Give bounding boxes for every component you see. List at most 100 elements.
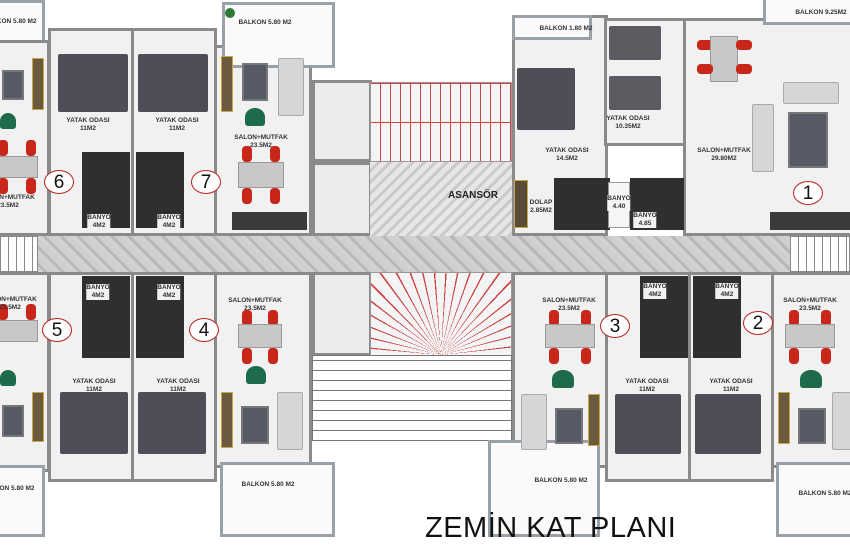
chair — [821, 310, 831, 326]
room-name: YATAK ODASI — [625, 378, 669, 385]
plan-title: ZEMİN KAT PLANI — [425, 512, 677, 544]
tv-unit — [32, 58, 44, 110]
armchair — [0, 370, 16, 386]
room-name: YATAK ODASI — [155, 117, 199, 124]
bed — [609, 76, 661, 110]
room-name: BANYO — [715, 283, 739, 290]
chair — [270, 188, 280, 204]
balcony-1-80 — [512, 15, 592, 40]
chair — [736, 40, 752, 50]
chair — [0, 304, 8, 320]
room-area: 11M2 — [170, 386, 186, 393]
stair-landing-bottom — [312, 272, 372, 356]
chair — [789, 348, 799, 364]
entrance-stairs — [312, 355, 512, 441]
rug — [555, 408, 583, 444]
balcony-9-25 — [763, 0, 850, 25]
staircase-top — [370, 82, 512, 162]
dining-table — [238, 324, 282, 348]
left-stairs — [0, 236, 38, 272]
room-name: YATAK ODASI — [545, 147, 589, 154]
kitchen-counter — [770, 212, 850, 230]
bed — [138, 54, 208, 112]
chair — [270, 146, 280, 162]
chair — [242, 188, 252, 204]
sofa — [783, 82, 839, 104]
room-name: YATAK ODASI — [709, 378, 753, 385]
bed — [138, 392, 206, 454]
room-area: 4M2 — [720, 291, 734, 298]
chair — [581, 348, 591, 364]
room-label: BALKON 9.25M2 — [795, 9, 846, 17]
room-name: BALKON 5.80 M2 — [798, 490, 850, 497]
room-name: BANYO — [607, 195, 631, 202]
chair — [242, 348, 252, 364]
room-name: YATAK ODASI — [606, 115, 650, 122]
armchair — [0, 113, 16, 129]
room-name: BALKON 5.80 M2 — [534, 477, 588, 484]
unit-number-6: 6 — [44, 170, 74, 194]
room-area: 23.5M2 — [799, 305, 821, 312]
room-name: BANYO — [157, 284, 181, 291]
unit-number-1: 1 — [793, 181, 823, 205]
chair — [549, 348, 559, 364]
room-area: 23.5M2 — [244, 305, 266, 312]
bed — [517, 68, 575, 130]
chair — [0, 140, 8, 156]
room-name: BALKON 1.80 M2 — [539, 25, 593, 32]
room-name: SALON+MUTFAK — [228, 297, 282, 304]
room-name: BALKON 5.80 M2 — [0, 18, 37, 25]
room-name: BANYO — [86, 284, 110, 291]
room-name: SALON+MUTFAK — [0, 296, 37, 303]
room-name: YATAK ODASI — [66, 117, 110, 124]
room-area: 23.5M2 — [0, 304, 21, 311]
dining-table — [785, 324, 835, 348]
room-area: 23.5M2 — [250, 142, 272, 149]
balcony-unit-2 — [776, 462, 850, 537]
room-label: BALKON 5.80 M2 — [241, 481, 294, 489]
tv-unit — [221, 392, 233, 448]
room-area: 4M2 — [91, 292, 105, 299]
chair — [268, 310, 278, 326]
armchair — [552, 370, 574, 388]
room-area: 4M2 — [162, 222, 176, 229]
room-area: 11M2 — [639, 386, 655, 393]
bathroom-4-40 — [554, 178, 610, 230]
room-name: BALKON 9.25M2 — [795, 9, 847, 16]
bed — [58, 54, 128, 112]
room-name: BALKON 5.80 M2 — [241, 481, 295, 488]
room-area: 11M2 — [723, 386, 739, 393]
unit-number-5: 5 — [42, 318, 72, 342]
armchair — [246, 366, 266, 384]
room-label: BALKON 5.80 M2 — [0, 485, 35, 493]
room-name: BANYO — [643, 283, 667, 290]
room-area: 23.5M2 — [0, 202, 19, 209]
chair — [581, 310, 591, 326]
room-name: BANYO — [633, 212, 657, 219]
armchair — [245, 108, 265, 126]
room-area: 14.5M2 — [556, 155, 578, 162]
rug — [788, 112, 828, 168]
unit-number-4: 4 — [189, 318, 219, 342]
room-name: YATAK ODASI — [72, 378, 116, 385]
room-area: 29.80M2 — [711, 155, 737, 162]
room-label: BALKON 5.80 M2 — [534, 477, 587, 485]
chair — [26, 140, 36, 156]
sofa — [278, 58, 304, 116]
